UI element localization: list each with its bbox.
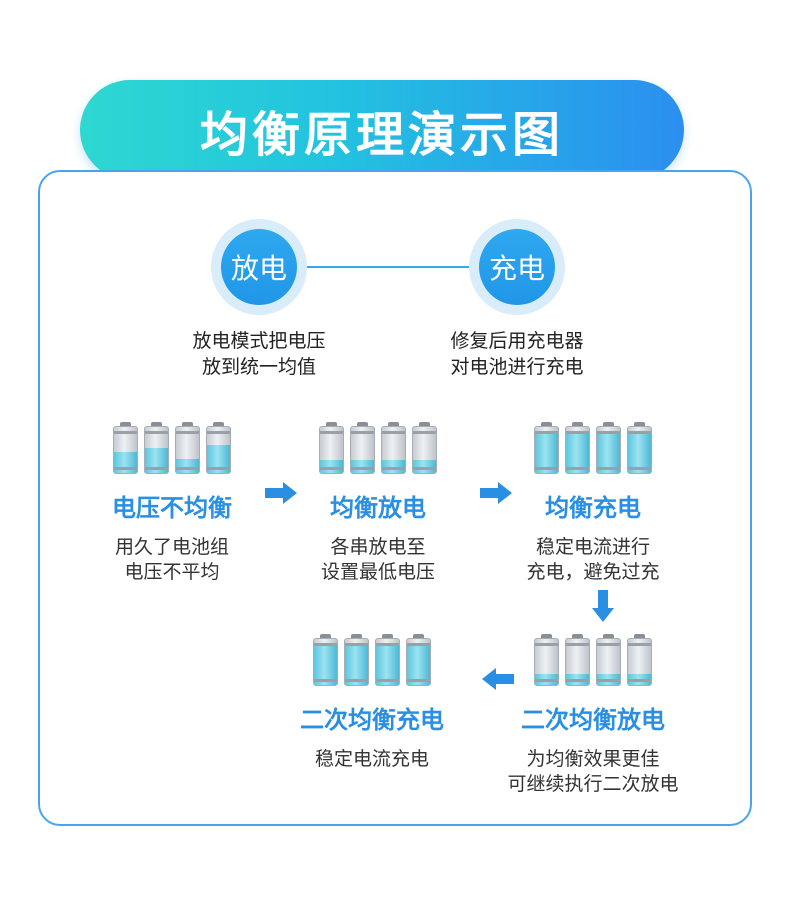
diagram-frame — [38, 170, 752, 826]
discharge-desc-line-1: 放电模式把电压 — [192, 330, 326, 352]
battery-charge-level — [207, 445, 230, 473]
arrow-right-icon — [480, 482, 512, 504]
step-title: 二次均衡充电 — [300, 706, 444, 734]
step-desc-line: 用久了电池组 — [114, 536, 229, 558]
battery-icon — [144, 422, 169, 474]
battery-icon — [375, 634, 400, 686]
battery-icon — [175, 422, 200, 474]
step-4: 二次均衡放电 为均衡效果更佳 可继续执行二次放电 — [493, 634, 693, 797]
battery-icon — [596, 422, 621, 474]
step-desc-line: 可继续执行二次放电 — [507, 773, 679, 795]
charge-desc-line-2: 对电池进行充电 — [450, 356, 584, 378]
battery-icon — [596, 634, 621, 686]
step-desc-line: 稳定电流进行 — [535, 536, 650, 558]
step-desc-line: 电压不平均 — [124, 561, 220, 583]
step-title: 均衡放电 — [330, 494, 426, 522]
page-title: 均衡原理演示图 — [199, 107, 564, 163]
step-description: 为均衡效果更佳 可继续执行二次放电 — [493, 747, 693, 797]
battery-icon — [565, 422, 590, 474]
step-1: 电压不均衡 用久了电池组 电压不平均 — [72, 422, 272, 585]
charge-mode-description: 修复后用充电器 对电池进行充电 — [417, 328, 617, 380]
arrow-right-icon — [265, 482, 297, 504]
battery-charge-level — [628, 430, 651, 473]
charge-mode-label: 充电 — [479, 229, 555, 305]
battery-icon — [534, 422, 559, 474]
battery-group — [493, 634, 693, 686]
step-2: 均衡放电 各串放电至 设置最低电压 — [278, 422, 478, 585]
battery-icon — [319, 422, 344, 474]
battery-charge-level — [407, 642, 430, 685]
arrow-down-icon — [592, 590, 614, 622]
step-5: 二次均衡充电 稳定电流充电 — [272, 634, 472, 772]
step-description: 用久了电池组 电压不平均 — [72, 535, 272, 585]
battery-group — [272, 634, 472, 686]
step-title: 均衡充电 — [545, 494, 641, 522]
step-title: 二次均衡放电 — [521, 706, 665, 734]
title-banner: 均衡原理演示图 — [80, 80, 684, 180]
charge-mode-badge: 充电 — [469, 219, 565, 315]
battery-charge-level — [314, 642, 337, 685]
step-desc-line: 设置最低电压 — [320, 561, 435, 583]
step-desc-line: 充电，避免过充 — [526, 561, 660, 583]
battery-icon — [406, 634, 431, 686]
step-desc-line: 各串放电至 — [330, 536, 426, 558]
battery-charge-level — [597, 430, 620, 473]
step-desc-line: 为均衡效果更佳 — [526, 748, 660, 770]
charge-desc-line-1: 修复后用充电器 — [450, 330, 584, 352]
step-desc-line: 稳定电流充电 — [314, 748, 429, 770]
step-description: 各串放电至 设置最低电压 — [278, 535, 478, 585]
arrow-left-icon — [482, 668, 514, 690]
battery-icon — [206, 422, 231, 474]
battery-charge-level — [376, 642, 399, 685]
mode-connector-line — [300, 266, 480, 268]
battery-icon — [350, 422, 375, 474]
step-description: 稳定电流充电 — [272, 747, 472, 772]
battery-icon — [565, 634, 590, 686]
battery-icon — [344, 634, 369, 686]
battery-group — [72, 422, 272, 474]
battery-charge-level — [345, 642, 368, 685]
battery-icon — [381, 422, 406, 474]
battery-icon — [113, 422, 138, 474]
battery-group — [278, 422, 478, 474]
battery-group — [493, 422, 693, 474]
battery-charge-level — [566, 430, 589, 473]
battery-icon — [627, 634, 652, 686]
step-description: 稳定电流进行 充电，避免过充 — [493, 535, 693, 585]
discharge-desc-line-2: 放到统一均值 — [201, 356, 316, 378]
battery-icon — [534, 634, 559, 686]
battery-charge-level — [145, 447, 168, 473]
step-title: 电压不均衡 — [112, 494, 232, 522]
step-3: 均衡充电 稳定电流进行 充电，避免过充 — [493, 422, 693, 585]
discharge-mode-label: 放电 — [221, 229, 297, 305]
battery-charge-level — [535, 430, 558, 473]
discharge-mode-badge: 放电 — [211, 219, 307, 315]
discharge-mode-description: 放电模式把电压 放到统一均值 — [159, 328, 359, 380]
battery-icon — [313, 634, 338, 686]
battery-icon — [627, 422, 652, 474]
battery-icon — [412, 422, 437, 474]
